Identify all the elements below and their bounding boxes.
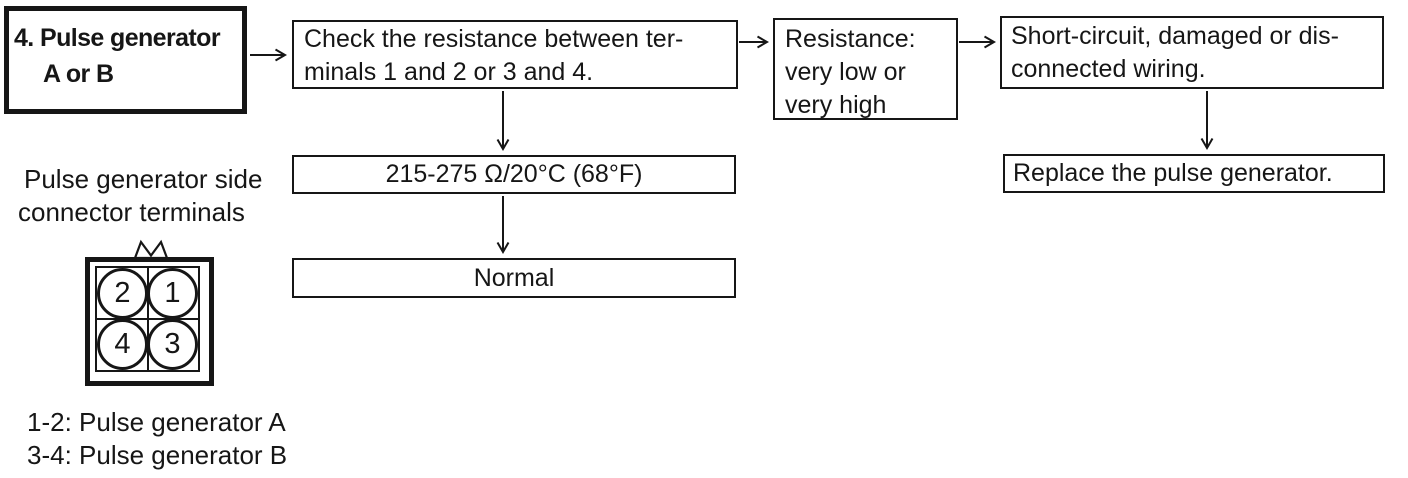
- resistance-box-line3: very high: [785, 91, 887, 119]
- terminal-pin-1-label: 1: [164, 277, 181, 309]
- spec-box-text: 215-275 Ω/20°C (68°F): [385, 160, 643, 188]
- connector-diagram: 2 1 4 3: [85, 257, 214, 386]
- fault-cause-box: Short-circuit, damaged or dis- connected…: [1000, 16, 1384, 89]
- check-box-line2: minals 1 and 2 or 3 and 4.: [304, 58, 594, 86]
- connector-caption-line1: Pulse generator side: [24, 164, 263, 194]
- connector-divider-horizontal: [97, 318, 198, 320]
- terminal-pin-3-label: 3: [164, 328, 181, 360]
- resistance-box-line1: Resistance:: [785, 25, 916, 53]
- legend-pulse-generator-b: 3-4: Pulse generator B: [27, 440, 288, 470]
- connector-inner-frame: 2 1 4 3: [95, 266, 200, 372]
- connector-caption-line2: connector terminals: [18, 197, 245, 227]
- step-box-line1: 4. Pulse generator: [14, 24, 221, 52]
- connector-latch-icon: [133, 239, 169, 260]
- terminal-pin-4: 4: [97, 319, 148, 370]
- terminal-pin-1: 1: [147, 268, 198, 319]
- terminal-pin-2-label: 2: [114, 277, 131, 309]
- resistance-result-box: Resistance: very low or very high: [773, 18, 958, 120]
- legend-pulse-generator-a: 1-2: Pulse generator A: [27, 407, 286, 437]
- terminal-pin-2: 2: [97, 268, 148, 319]
- resistance-box-line2: very low or: [785, 58, 906, 86]
- replace-box-text: Replace the pulse generator.: [1013, 159, 1333, 187]
- terminal-pin-3: 3: [147, 319, 198, 370]
- normal-box-text: Normal: [473, 264, 555, 292]
- step-box: 4. Pulse generator A or B: [4, 6, 247, 114]
- spec-value-box: 215-275 Ω/20°C (68°F): [292, 155, 736, 194]
- check-box-line1: Check the resistance between ter-: [304, 25, 684, 53]
- fault-box-line1: Short-circuit, damaged or dis-: [1011, 22, 1339, 50]
- step-box-line2: A or B: [43, 60, 114, 88]
- check-box: Check the resistance between ter- minals…: [292, 20, 738, 89]
- replace-action-box: Replace the pulse generator.: [1003, 154, 1385, 193]
- normal-result-box: Normal: [292, 258, 736, 298]
- fault-box-line2: connected wiring.: [1011, 55, 1206, 83]
- terminal-pin-4-label: 4: [114, 328, 131, 360]
